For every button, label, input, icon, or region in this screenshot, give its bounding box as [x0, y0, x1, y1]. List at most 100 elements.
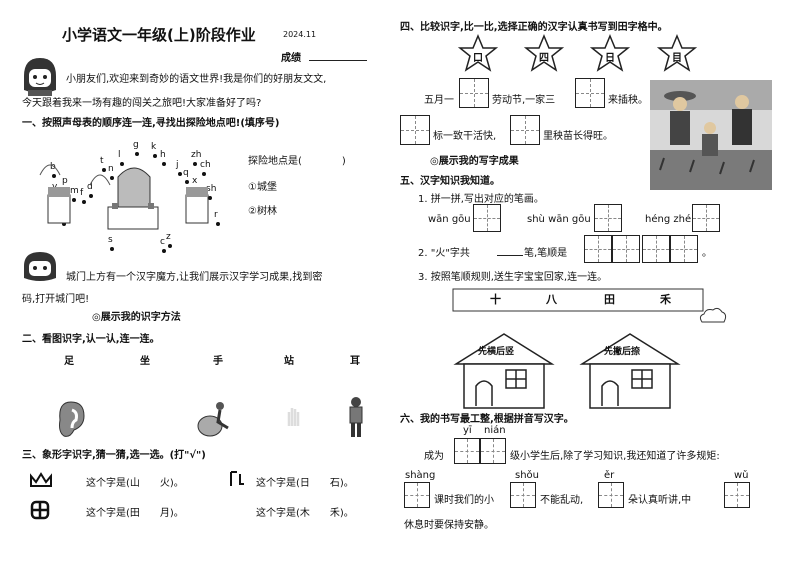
q5-order-box-1[interactable] [584, 235, 612, 263]
dot-marker [193, 162, 197, 166]
q5-char-ten[interactable]: 十 [490, 293, 501, 306]
date-label: 2024.11 [283, 30, 317, 39]
q5-char-field[interactable]: 田 [604, 293, 615, 306]
house-2[interactable] [578, 330, 682, 410]
q6-box-shou[interactable] [510, 482, 536, 508]
house-1[interactable] [452, 330, 556, 410]
star-char[interactable]: 日 [605, 53, 615, 64]
letter-dot[interactable]: m [70, 186, 79, 196]
intro-line-2: 今天跟着我来一场有趣的闯关之旅吧!大家准备好了吗? [22, 98, 262, 109]
letter-dot[interactable]: sh [206, 184, 217, 194]
letter-dot[interactable]: zh [191, 150, 202, 160]
letter-dot[interactable]: g [133, 140, 139, 150]
q2-title: 二、看图识字,认一认,连一连。 [22, 334, 160, 345]
dot-marker [162, 162, 166, 166]
letter-dot[interactable]: p [62, 176, 68, 186]
ear-picture[interactable] [56, 400, 86, 440]
letter-dot[interactable]: c [160, 237, 165, 247]
dot-marker [162, 249, 166, 253]
q6-line2-part3: 朵认真听讲,中 [628, 495, 692, 506]
q6-box-er[interactable] [598, 482, 624, 508]
q5-sub2-part1: 2. "火"字共 [418, 248, 470, 259]
q1-prompt: 探险地点是() [248, 156, 346, 167]
q5-stroke-count-field[interactable] [497, 243, 523, 256]
letter-dot[interactable]: f [80, 188, 84, 198]
q4-answer-box-4[interactable] [510, 115, 540, 145]
letter-dot[interactable]: n [108, 164, 114, 174]
q2-char-ear[interactable]: 耳 [350, 356, 360, 367]
letter-dot[interactable]: s [108, 235, 113, 245]
q3-item-1[interactable]: 这个字是(山火)。 [86, 478, 184, 489]
q4-sentence1-part2: 劳动节,一家三 [492, 95, 556, 106]
q5-stroke-box-3[interactable] [692, 204, 720, 232]
q6-line1-part1: 成为 [424, 451, 444, 462]
score-field[interactable] [309, 48, 367, 61]
q5-order-box-2[interactable] [612, 235, 640, 263]
house-2-label: 先撇后捺 [604, 347, 641, 357]
q4-sentence2-part1: 标一致干活快, [433, 131, 497, 142]
q5-stroke-box-1[interactable] [473, 204, 501, 232]
field-glyph-icon [30, 500, 50, 520]
dot-marker [135, 152, 139, 156]
letter-dot[interactable]: ch [200, 160, 211, 170]
q3-item-4[interactable]: 这个字是(木禾)。 [256, 508, 354, 519]
q5-sub3: 3. 按照笔顺规则,送生字宝宝回家,连一连。 [418, 272, 608, 283]
q2-char-hand[interactable]: 手 [213, 356, 223, 367]
sitting-person-picture[interactable] [196, 398, 232, 438]
q2-char-stand[interactable]: 站 [284, 356, 294, 367]
letter-dot[interactable]: d [87, 182, 93, 192]
q5-title: 五、汉字知识我知道。 [400, 176, 500, 187]
letter-dot[interactable]: x [192, 176, 198, 186]
sun-glyph-icon [230, 471, 244, 486]
q5-stroke-box-2[interactable] [594, 204, 622, 232]
q3-item-3[interactable]: 这个字是(田月)。 [86, 508, 184, 519]
dot-marker [168, 244, 172, 248]
dot-marker [110, 247, 114, 251]
q5-order-box-3[interactable] [642, 235, 670, 263]
q5-order-box-4[interactable] [670, 235, 698, 263]
cloud-icon [699, 307, 727, 323]
q1-title: 一、按照声母表的顺序连一连,寻找出探险地点吧!(填序号) [22, 118, 280, 129]
q5-char-eight[interactable]: 八 [546, 293, 557, 306]
dot-marker [82, 200, 86, 204]
star-char[interactable]: 口 [473, 53, 483, 64]
letter-dot[interactable]: h [160, 150, 166, 160]
q4-answer-box-3[interactable] [400, 115, 430, 145]
dot-marker [89, 194, 93, 198]
q3-title: 三、象形字识字,猜一猜,选一选。(打"√") [22, 450, 206, 461]
q4-sentence1-part1: 五月一 [424, 95, 454, 106]
q6-box-shang[interactable] [404, 482, 430, 508]
q6-pinyin-er: ěr [604, 470, 615, 481]
dot-marker [208, 196, 212, 200]
letter-dot[interactable]: q [183, 168, 189, 178]
letter-dot[interactable]: t [100, 156, 104, 166]
letter-dot[interactable]: r [214, 210, 218, 220]
q6-box-wu[interactable] [724, 482, 750, 508]
letter-dot[interactable]: b [50, 162, 56, 172]
letter-dot[interactable]: z [166, 232, 171, 242]
q4-answer-box-2[interactable] [575, 78, 605, 108]
dot-marker [202, 172, 206, 176]
letter-dot[interactable]: k [151, 142, 157, 152]
q6-pinyin-yi: yī [463, 425, 472, 436]
letter-dot[interactable]: j [176, 160, 179, 170]
q6-box-yi[interactable] [454, 438, 480, 464]
q2-char-foot[interactable]: 足 [64, 356, 74, 367]
q3-item-2[interactable]: 这个字是(日石)。 [256, 478, 354, 489]
q5-sub2-part2: 笔,笔顺是 [524, 248, 568, 259]
letter-dot[interactable]: l [118, 150, 121, 160]
q1-option-castle[interactable]: ①城堡 [248, 182, 277, 193]
star-char[interactable]: 目 [672, 53, 682, 64]
star-char[interactable]: 四 [539, 53, 549, 64]
hand-picture[interactable] [283, 404, 303, 428]
q5-pinyin-3: héng zhé [645, 214, 692, 225]
q2-char-sit[interactable]: 坐 [140, 356, 150, 367]
q4-sentence1-part3: 来插秧。 [608, 95, 648, 106]
standing-person-picture[interactable] [344, 396, 368, 440]
q1-option-forest[interactable]: ②树林 [248, 206, 277, 217]
q5-char-grain[interactable]: 禾 [660, 293, 671, 306]
q5-pinyin-1: wān gōu [428, 214, 471, 225]
q6-box-nian[interactable] [480, 438, 506, 464]
q4-answer-box-1[interactable] [459, 78, 489, 108]
q6-line2-part1: 课时我们的小 [434, 495, 494, 506]
